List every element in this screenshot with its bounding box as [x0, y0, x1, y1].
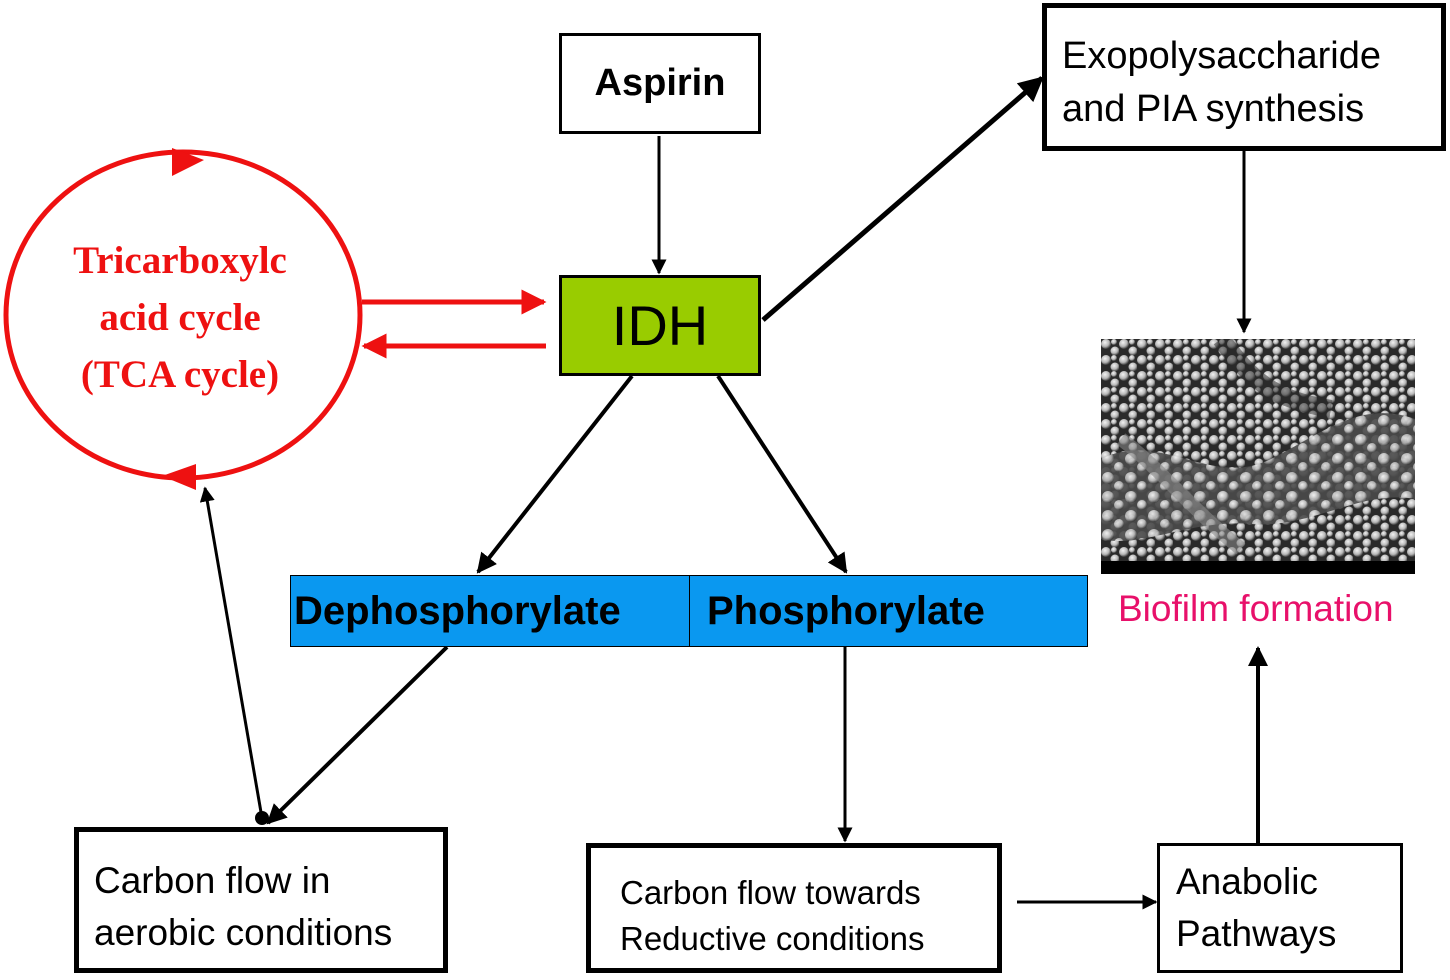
- tca-line-2: acid cycle: [99, 296, 261, 339]
- tca-cycle-bottom-arrowhead: [162, 464, 196, 490]
- arrow-idh-to-exopolysaccharide: [761, 76, 1044, 322]
- arrow-idh-to-phosphorylate: [716, 374, 848, 574]
- exopolysaccharide-line-2: and PIA synthesis: [1062, 88, 1365, 130]
- phosphorylate-label: Phosphorylate: [707, 589, 985, 633]
- anabolic-pathways-node: [1157, 843, 1403, 973]
- carbon-flow-aerobic-node: [74, 827, 448, 973]
- tca-cycle-top-arrowhead: [172, 148, 204, 176]
- aspirin-label: Aspirin: [594, 62, 726, 104]
- tca-cycle-label: Tricarboxylc acid cycle (TCA cycle): [20, 232, 340, 403]
- aerobic-line-2: aerobic conditions: [94, 912, 393, 953]
- reductive-line-1: Carbon flow towards: [620, 874, 921, 911]
- arrow-aerobic-to-tca: [199, 486, 264, 819]
- exopolysaccharide-label: Exopolysaccharide and PIA synthesis: [1062, 30, 1381, 136]
- exopolysaccharide-line-1: Exopolysaccharide: [1062, 35, 1381, 77]
- biofilm-micrograph-image: [1101, 339, 1415, 574]
- idh-label: IDH: [611, 294, 709, 357]
- idh-node: [559, 275, 761, 376]
- aerobic-line-1: Carbon flow in: [94, 860, 331, 901]
- connector-dot-aerobic: [255, 811, 269, 825]
- arrow-dephosphorylate-to-aerobic: [266, 645, 449, 825]
- anabolic-pathways-label: Anabolic Pathways: [1176, 856, 1336, 960]
- exopolysaccharide-node: [1042, 3, 1446, 151]
- reductive-line-2: Reductive conditions: [620, 920, 925, 957]
- anabolic-line-2: Pathways: [1176, 913, 1337, 954]
- carbon-flow-reductive-node: [586, 843, 1002, 973]
- tca-line-1: Tricarboxylc: [73, 239, 287, 282]
- dephosphorylate-label: Dephosphorylate: [294, 589, 621, 633]
- phosphorylation-divider: [689, 575, 690, 647]
- biofilm-formation-label: Biofilm formation: [1118, 588, 1394, 629]
- anabolic-line-1: Anabolic: [1176, 861, 1318, 902]
- aspirin-node: [559, 33, 761, 134]
- arrow-idh-to-dephosphorylate: [476, 374, 634, 574]
- carbon-flow-reductive-label: Carbon flow towards Reductive conditions: [620, 870, 925, 962]
- carbon-flow-aerobic-label: Carbon flow in aerobic conditions: [94, 855, 392, 959]
- tca-line-3: (TCA cycle): [80, 353, 280, 396]
